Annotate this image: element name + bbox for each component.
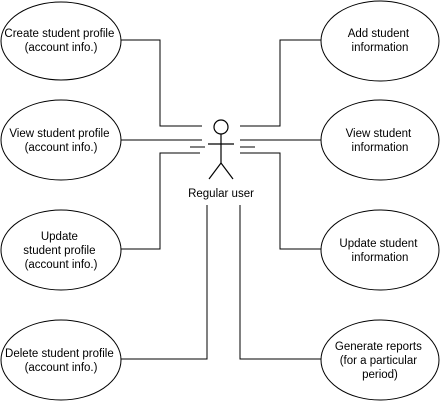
use-case-add-info: Add student information bbox=[320, 0, 440, 82]
use-case-label: Generate reports (for a particular perio… bbox=[335, 341, 425, 381]
connector-update-profile bbox=[121, 152, 200, 250]
use-case-label: Update student information bbox=[339, 238, 420, 264]
use-case-label: View student profile (account info.) bbox=[9, 128, 112, 154]
use-case-create-profile: Create student profile (account info.) bbox=[0, 1, 122, 81]
actor: Regular user bbox=[188, 119, 254, 200]
use-case-view-info: View student information bbox=[320, 99, 440, 181]
use-case-view-profile: View student profile (account info.) bbox=[0, 99, 122, 181]
use-case-label: Create student profile (account info.) bbox=[4, 28, 117, 54]
use-case-update-info: Update student information bbox=[320, 209, 440, 291]
use-case-update-profile: Update student profile (account info.) bbox=[0, 209, 122, 291]
connector-generate-reports bbox=[239, 205, 321, 360]
connector-create-profile bbox=[121, 39, 202, 127]
use-case-delete-profile: Delete student profile (account info.) bbox=[0, 319, 122, 401]
use-case-label: Update student profile (account info.) bbox=[23, 231, 98, 271]
connector-delete-profile bbox=[121, 205, 208, 360]
connector-add-info bbox=[240, 39, 321, 127]
use-case-label: Delete student profile (account info.) bbox=[5, 348, 117, 374]
use-case-label: Add student information bbox=[348, 28, 413, 54]
stick-figure-icon bbox=[208, 119, 234, 180]
connector-update-info bbox=[240, 152, 321, 250]
connectors bbox=[120, 39, 321, 360]
actor-label: Regular user bbox=[188, 188, 254, 200]
use-case-label: View student information bbox=[346, 128, 415, 154]
use-case-generate-reports: Generate reports (for a particular perio… bbox=[320, 319, 440, 401]
